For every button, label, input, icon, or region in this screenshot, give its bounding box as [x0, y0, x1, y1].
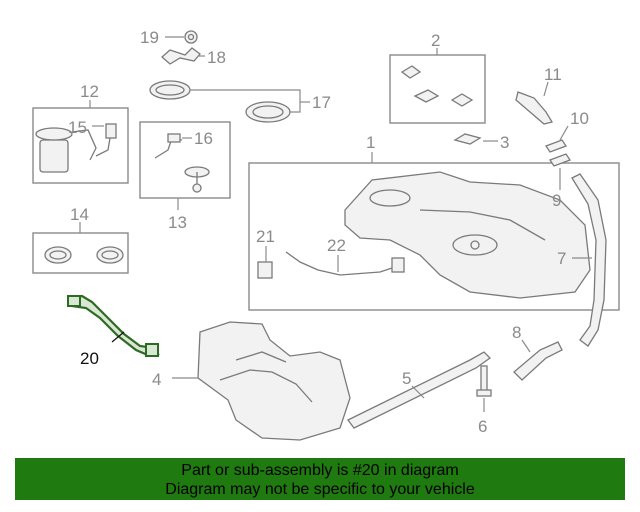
- callout-15: 15: [68, 118, 87, 137]
- callout-11: 11: [544, 65, 562, 84]
- part-6-bolt: 6: [476, 365, 492, 436]
- part-7-filler-pipe: 7: [557, 173, 607, 347]
- callout-13: 13: [168, 213, 187, 232]
- callout-20: 20: [80, 349, 99, 368]
- part-11-bracket: 11: [515, 65, 562, 125]
- callout-8: 8: [512, 323, 521, 342]
- part-10-pad: 10: [545, 109, 589, 153]
- info-banner: Part or sub-assembly is #20 in diagram D…: [15, 458, 625, 500]
- part-5-tank-strap: 5: [347, 351, 492, 429]
- callout-17: 17: [312, 93, 331, 112]
- part-2-pad-box: 2: [389, 31, 486, 124]
- part-20-wiring-harness: 20: [67, 294, 160, 368]
- part-1-fuel-tank-box: 1 21 22: [248, 133, 620, 311]
- part-17-lock-ring: 17: [149, 80, 331, 123]
- part-13-sender-box: 13 16: [139, 121, 231, 232]
- callout-1: 1: [366, 133, 375, 152]
- part-14-gasket-box: 14: [32, 205, 129, 274]
- part-8-filler-hose: 8: [512, 323, 563, 381]
- part-19-nut: 19: [140, 28, 198, 47]
- callout-18: 18: [207, 48, 226, 67]
- callout-16: 16: [194, 129, 213, 148]
- callout-5: 5: [402, 369, 411, 388]
- callout-2: 2: [431, 31, 440, 50]
- callout-19: 19: [140, 28, 159, 47]
- callout-4: 4: [152, 370, 161, 389]
- callout-7: 7: [557, 249, 566, 268]
- part-4-heat-shield: 4: [152, 321, 351, 441]
- callout-3: 3: [500, 133, 509, 152]
- callout-6: 6: [478, 417, 487, 436]
- callout-12: 12: [80, 82, 99, 101]
- callout-9: 9: [552, 191, 561, 210]
- banner-line-1: Part or sub-assembly is #20 in diagram: [181, 462, 459, 479]
- callout-22: 22: [327, 236, 346, 255]
- part-18-bracket: 18: [161, 47, 226, 67]
- part-9-seal: 9: [549, 153, 571, 210]
- part-12-fuel-pump-box: 12 15: [32, 82, 129, 184]
- banner-line-2: Diagram may not be specific to your vehi…: [165, 481, 475, 498]
- part-3-pad: 3: [453, 133, 509, 152]
- callout-14: 14: [70, 205, 89, 224]
- callout-21: 21: [256, 227, 275, 246]
- callout-10: 10: [570, 109, 589, 128]
